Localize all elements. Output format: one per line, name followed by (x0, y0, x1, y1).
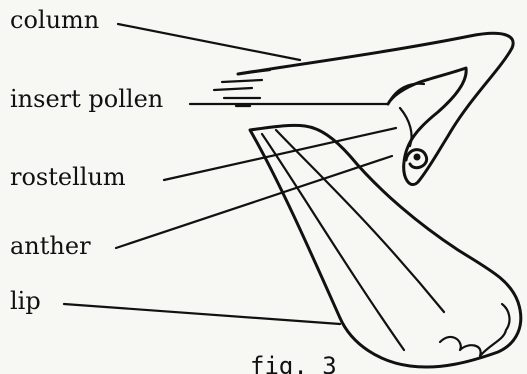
label-rostellum: rostellum (10, 163, 126, 191)
column-fringe-2 (222, 80, 262, 82)
lip-ruffle (440, 304, 509, 356)
column-fringe-3 (214, 88, 252, 90)
figure-caption: fig. 3 (250, 352, 337, 374)
label-anther: anther (10, 232, 91, 260)
leader-line-lip (64, 304, 340, 324)
lip-outline (250, 125, 521, 367)
leader-line-rostellum (164, 128, 396, 180)
anther-dot (414, 154, 421, 161)
label-lip: lip (10, 287, 41, 315)
leader-line-column (118, 24, 300, 60)
label-column: column (10, 6, 99, 34)
leader-line-anther (116, 156, 392, 248)
label-insert-pollen: insert pollen (10, 85, 163, 113)
column-top-curve (388, 84, 424, 104)
